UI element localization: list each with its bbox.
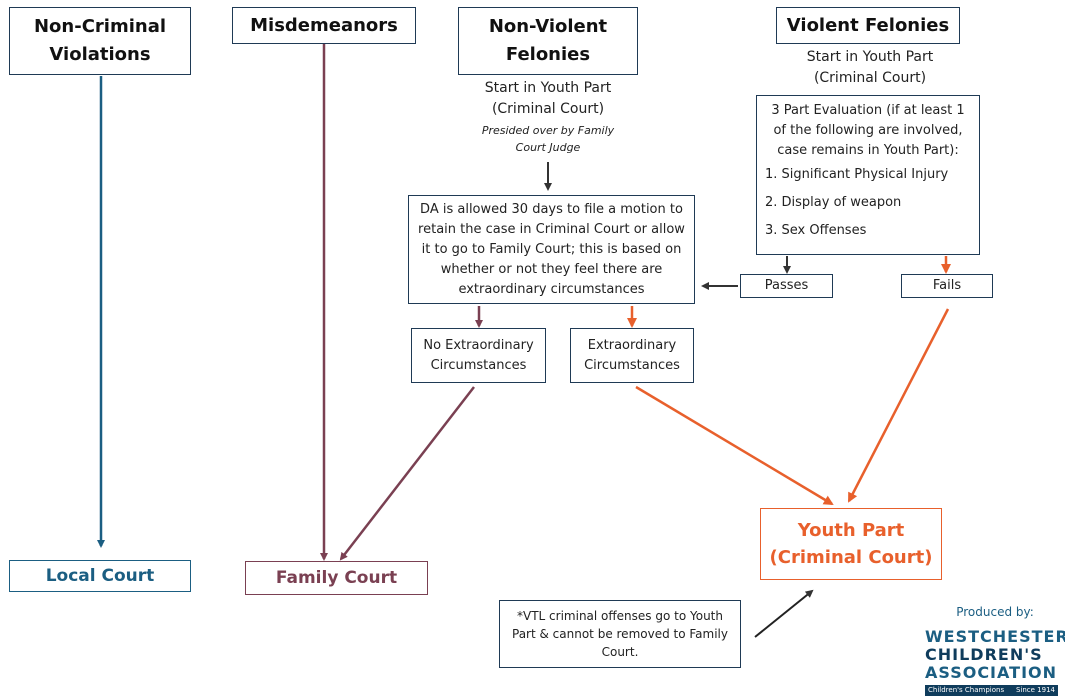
arrow-fails-to-youth (847, 308, 950, 503)
no-extraordinary-label: No Extraordinary Circumstances (423, 337, 534, 373)
arrow-no-extraordinary-to-family (339, 386, 475, 561)
fails-label: Fails (932, 278, 962, 293)
logo-tag-right: Since 1914 (1015, 686, 1055, 694)
passes-label: Passes (764, 278, 809, 293)
logo-tag-left: Children's Champions (928, 686, 1005, 694)
family-court-box: Family Court (245, 561, 428, 595)
header-non-violent-label: Non-Violent Felonies (488, 16, 608, 65)
vtl-note-box: *VTL criminal offenses go to Youth Part … (499, 600, 741, 668)
no-extraordinary-box: No Extraordinary Circumstances (411, 328, 546, 383)
non-violent-presided-text: Presided over by Family Court Judge (481, 124, 615, 154)
evaluation-box: 3 Part Evaluation (if at least 1 of the … (756, 95, 980, 255)
local-court-label: Local Court (45, 566, 155, 586)
logo-line-1: WESTCHESTER (925, 627, 1065, 646)
passes-box: Passes (740, 274, 833, 298)
family-court-label: Family Court (275, 568, 398, 588)
non-violent-start-text: Start in Youth Part (Criminal Court) (484, 80, 612, 117)
fails-box: Fails (901, 274, 993, 298)
violent-start-text: Start in Youth Part (Criminal Court) (806, 49, 934, 86)
header-non-criminal-label: Non-Criminal Violations (33, 16, 167, 65)
header-non-criminal-violations: Non-Criminal Violations (9, 7, 191, 75)
evaluation-item: 1. Significant Physical Injury (765, 167, 949, 182)
evaluation-intro: 3 Part Evaluation (if at least 1 of the … (771, 103, 965, 158)
header-violent-felonies: Violent Felonies (776, 7, 960, 44)
da-motion-text: DA is allowed 30 days to file a motion t… (418, 201, 685, 297)
da-motion-box: DA is allowed 30 days to file a motion t… (408, 195, 695, 304)
header-non-violent-felonies: Non-Violent Felonies (458, 7, 638, 75)
youth-part-box: Youth Part (Criminal Court) (760, 508, 942, 580)
header-violent-label: Violent Felonies (786, 14, 950, 36)
evaluation-item: 3. Sex Offenses (765, 223, 867, 238)
produced-by-label: Produced by: (956, 605, 1034, 619)
arrow-extraordinary-to-youth (635, 385, 834, 506)
evaluation-list: 1. Significant Physical Injury 2. Displa… (765, 161, 948, 245)
arrow-vtl-to-youth (754, 589, 814, 638)
logo-tagline: Children's Champions Since 1914 (925, 685, 1058, 696)
westchester-childrens-association-logo: WESTCHESTER CHILDREN'S ASSOCIATION Child… (925, 628, 1065, 696)
youth-part-label: Youth Part (Criminal Court) (769, 520, 933, 568)
extraordinary-label: Extraordinary Circumstances (584, 337, 680, 373)
evaluation-item: 2. Display of weapon (765, 195, 902, 210)
logo-line-3: ASSOCIATION (925, 663, 1058, 682)
header-misdemeanors: Misdemeanors (232, 7, 416, 44)
extraordinary-box: Extraordinary Circumstances (570, 328, 694, 383)
vtl-note-text: *VTL criminal offenses go to Youth Part … (512, 609, 728, 659)
header-misdemeanors-label: Misdemeanors (250, 14, 398, 36)
local-court-box: Local Court (9, 560, 191, 592)
logo-line-2: CHILDREN'S (925, 645, 1043, 664)
